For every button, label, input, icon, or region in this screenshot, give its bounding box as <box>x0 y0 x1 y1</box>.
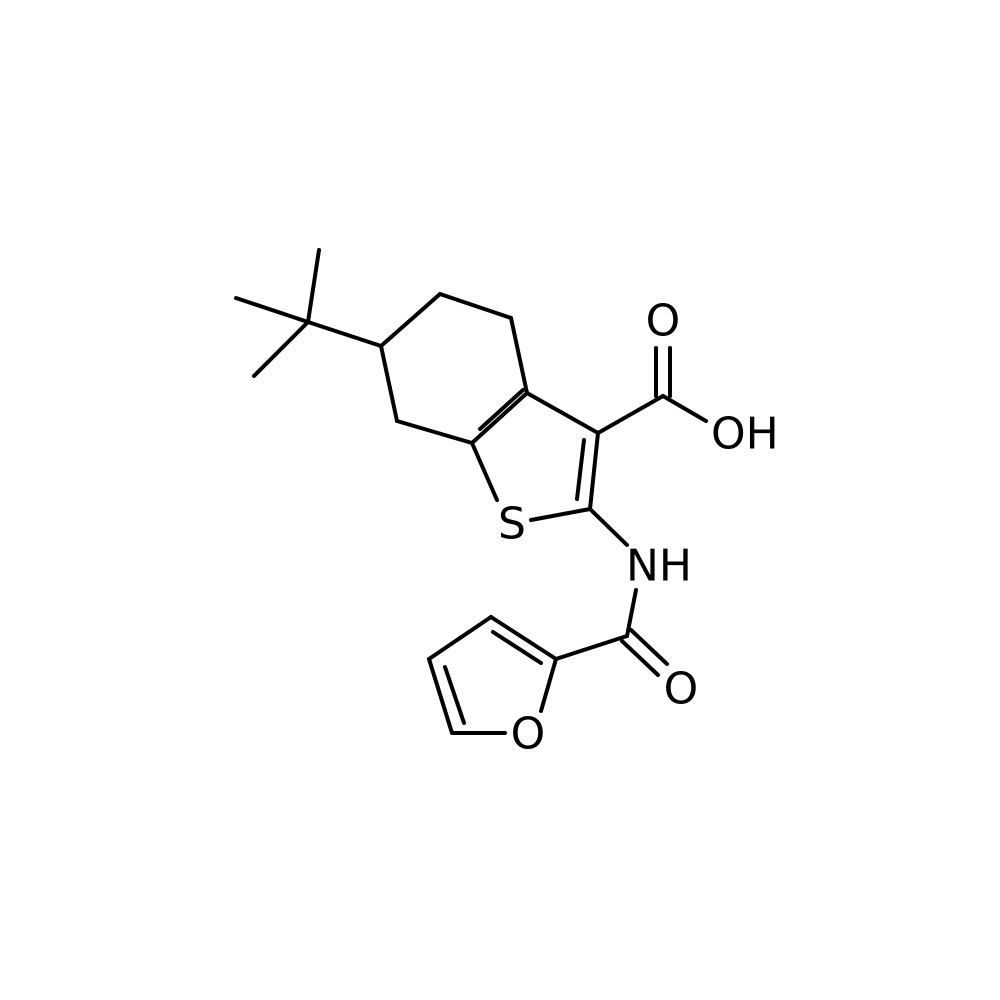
bond-c4-c3a <box>509 316 529 395</box>
bond-furan-c4-c5 <box>427 657 454 735</box>
atom-labels: O OH S NH O O <box>498 296 779 760</box>
bond-c2-c3-double <box>575 438 586 501</box>
bond-tbutyl-methyl-left <box>234 296 310 324</box>
bond-c3-c3a <box>525 391 600 435</box>
atom-sulfur: S <box>498 499 526 550</box>
bond-c7-c7a <box>395 419 474 445</box>
bond-camide-o-double-a <box>629 628 669 666</box>
bond-furan-c2-c3 <box>489 615 558 661</box>
bond-nh-camide <box>625 588 638 638</box>
bond-camide-o-double-b <box>620 639 660 677</box>
bond-camide-furan <box>554 634 629 661</box>
bond-c3-cooh <box>596 394 665 435</box>
bond-furan-c3-c4 <box>427 615 493 661</box>
bond-c7a-c3a <box>470 391 529 445</box>
bond-c2-nh <box>588 507 629 547</box>
bond-s-c2 <box>529 507 592 522</box>
atom-oxygen-carbonyl-amide: O <box>664 664 699 715</box>
atom-oxygen-furan: O <box>511 709 546 760</box>
bond-tbutyl-methyl-bottom <box>252 320 310 378</box>
bond-c5-c4 <box>438 292 513 320</box>
atom-amide-nh: NH <box>626 541 692 592</box>
bond-c6-c7 <box>379 344 399 423</box>
bond-c7a-s <box>470 441 499 502</box>
bond-tbutyl-ring <box>306 320 383 348</box>
bond-furan-c4-c5-double <box>443 665 466 725</box>
bond-c7a-c3a-double <box>478 388 525 431</box>
bonds <box>234 248 708 735</box>
bond-furan-c2-c3-double <box>491 630 543 665</box>
bond-tbutyl-methyl-top <box>306 248 321 324</box>
bond-c6-c5 <box>379 292 442 348</box>
atom-hydroxyl: OH <box>711 409 779 460</box>
atom-oxygen-carbonyl-acid: O <box>646 296 681 347</box>
bond-furan-o-c2 <box>539 657 558 713</box>
bond-cooh-oh <box>661 394 708 423</box>
bond-c2-c3 <box>588 431 600 511</box>
